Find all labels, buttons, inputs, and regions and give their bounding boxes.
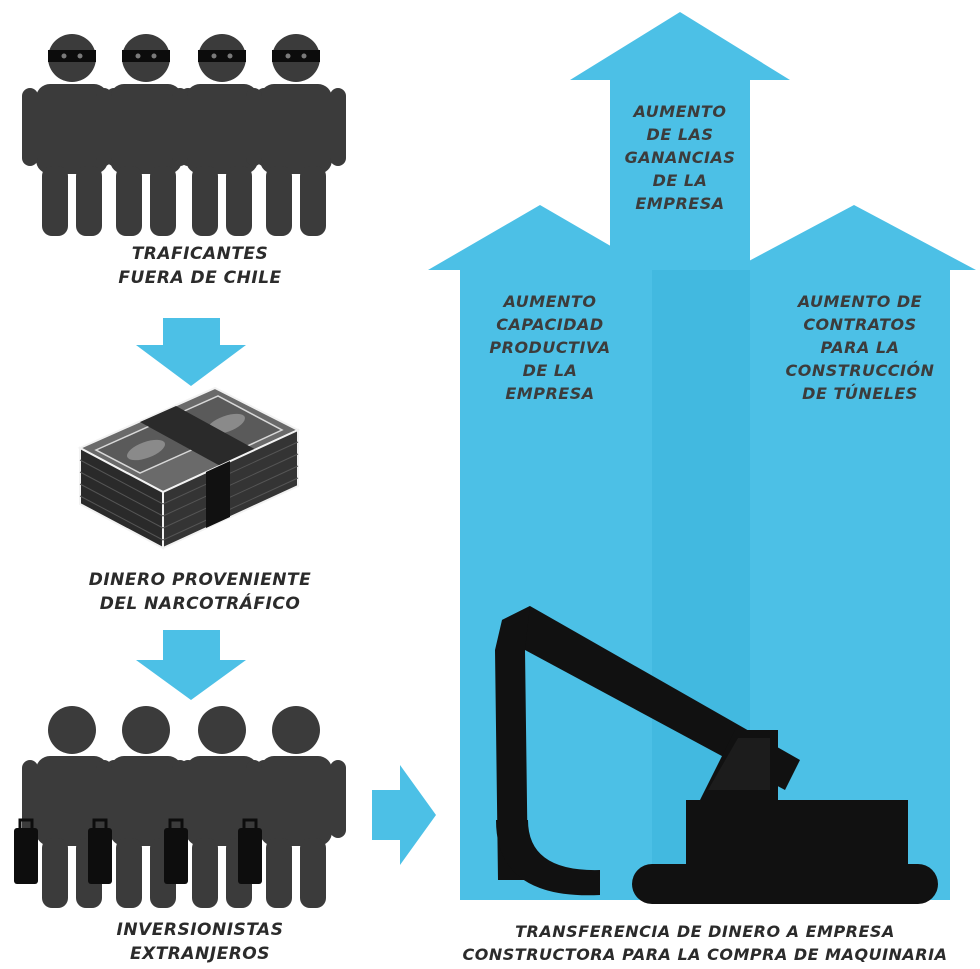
contracts-label: AUMENTO DE CONTRATOS PARA LA CONSTRUCCIÓ… xyxy=(785,292,935,403)
person-with-briefcase-icon xyxy=(164,706,272,908)
flow-arrows xyxy=(136,318,436,865)
investors-label: INVERSIONISTAS EXTRANJEROS xyxy=(116,920,284,964)
masked-person-icon xyxy=(96,34,196,236)
capacity-label: AUMENTO CAPACIDAD PRODUCTIVA DE LA EMPRE… xyxy=(489,292,611,403)
transfer-label: TRANSFERENCIA DE DINERO A EMPRESA CONSTR… xyxy=(462,922,948,964)
traffickers-group xyxy=(22,34,346,236)
profits-label: AUMENTO DE LAS GANANCIAS DE LA EMPRESA xyxy=(624,102,736,213)
drug-money-label: DINERO PROVENIENTE DEL NARCOTRÁFICO xyxy=(88,570,312,614)
cash-bundle-icon xyxy=(77,386,301,550)
person-with-briefcase-icon xyxy=(238,706,346,908)
investors-group xyxy=(14,706,346,908)
traffickers-label: TRAFICANTES FUERA DE CHILE xyxy=(118,244,282,288)
right-arrow xyxy=(372,765,436,865)
arrow-contratos xyxy=(732,205,976,900)
masked-person-icon xyxy=(246,34,346,236)
down-arrow-1 xyxy=(136,318,246,386)
arrow-capacidad xyxy=(428,205,652,900)
down-arrow-2 xyxy=(136,630,246,700)
excavator-icon xyxy=(495,606,938,904)
